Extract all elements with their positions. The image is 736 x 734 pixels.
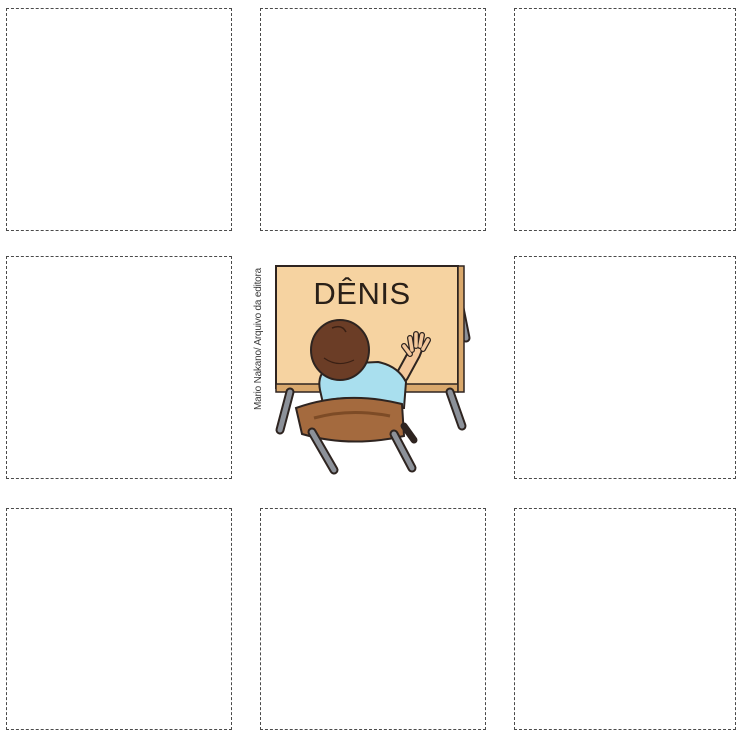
student-name-label: DÊNIS — [313, 276, 411, 311]
student-head — [310, 319, 370, 381]
empty-card-4 — [6, 256, 232, 479]
empty-card-9 — [514, 508, 736, 730]
empty-card-1 — [6, 8, 232, 231]
empty-card-3 — [514, 8, 736, 231]
empty-card-7 — [6, 508, 232, 730]
empty-card-2 — [260, 8, 486, 231]
empty-card-6 — [514, 256, 736, 479]
image-credit: Mario Nakano/ Arquivo da editora — [253, 267, 264, 410]
empty-card-8 — [260, 508, 486, 730]
student-at-desk-illustration — [275, 265, 471, 475]
